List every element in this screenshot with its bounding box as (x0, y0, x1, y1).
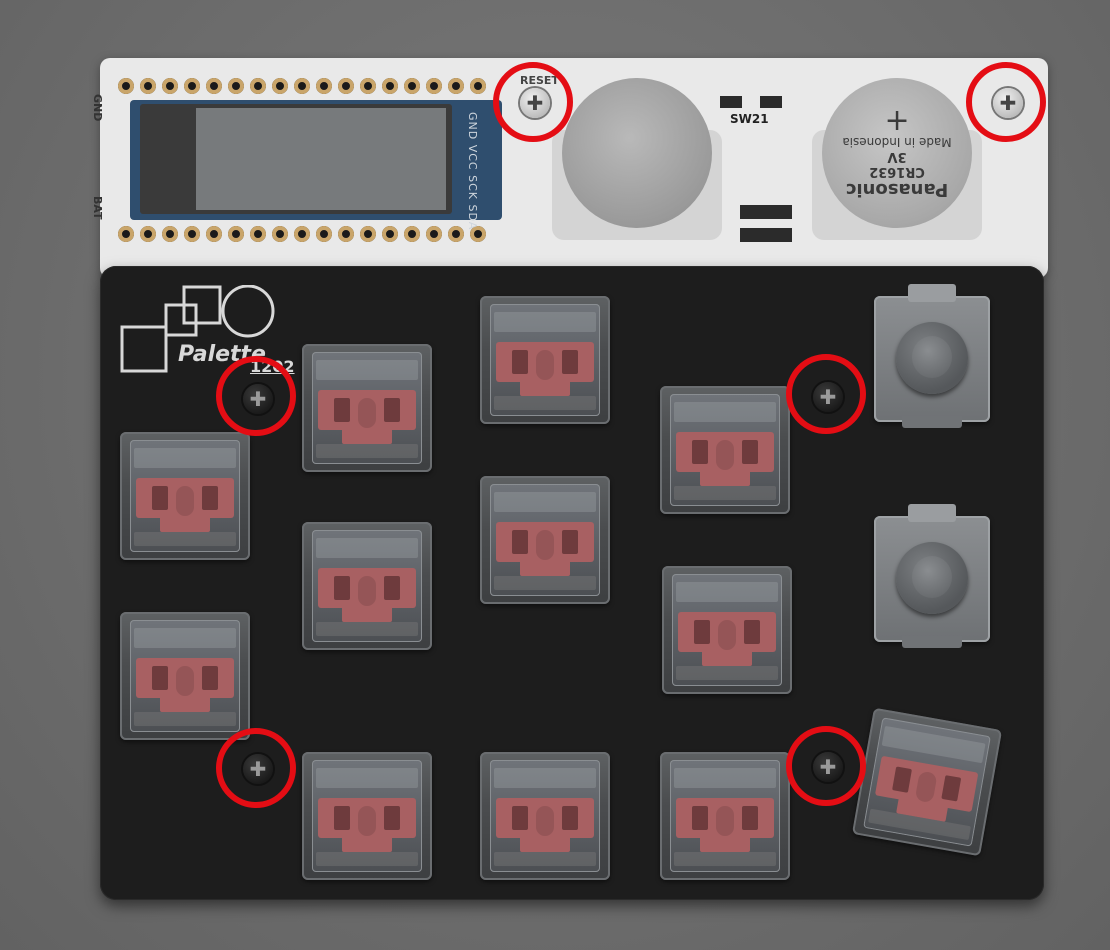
screw-highlight-ring (786, 354, 866, 434)
smd-component (760, 96, 782, 108)
key-switch (851, 707, 1003, 857)
key-switch (662, 566, 792, 694)
key-switch (302, 752, 432, 880)
header-pins-top (118, 78, 486, 94)
rotary-encoder (874, 284, 990, 428)
coin-battery-left (562, 78, 712, 228)
battery-plus-sign: + (884, 103, 910, 139)
oled-screen (196, 108, 446, 210)
key-switch (302, 344, 432, 472)
key-switch (480, 752, 610, 880)
key-switch (120, 612, 250, 740)
key-switch (480, 476, 610, 604)
battery-model: CR1632 (869, 164, 925, 180)
palette-logo-icon (120, 285, 275, 373)
screw-highlight-ring (493, 62, 573, 142)
key-switch (660, 752, 790, 880)
screw-highlight-ring (786, 726, 866, 806)
rotary-encoder (874, 504, 990, 648)
sw21-label: SW21 (730, 112, 769, 126)
smd-component (720, 96, 742, 108)
key-switch (120, 432, 250, 560)
battery-voltage: 3V (887, 149, 907, 165)
key-switch (660, 386, 790, 514)
coin-battery-right (822, 78, 972, 228)
battery-brand: Panasonic (845, 179, 949, 201)
oled-pin-labels: GND VCC SCK SDA (466, 112, 479, 231)
screw-highlight-ring (966, 62, 1046, 142)
screw-highlight-ring (216, 728, 296, 808)
key-switch (480, 296, 610, 424)
key-switch (302, 522, 432, 650)
screw-highlight-ring (216, 356, 296, 436)
header-pins-bottom (118, 226, 486, 242)
smd-component (740, 205, 792, 219)
gnd-label: GND (91, 94, 104, 122)
smd-component (740, 228, 792, 242)
battery-print: Panasonic CR1632 3V Made in Indonesia + (822, 78, 972, 228)
bat-label: BAT (91, 196, 104, 220)
